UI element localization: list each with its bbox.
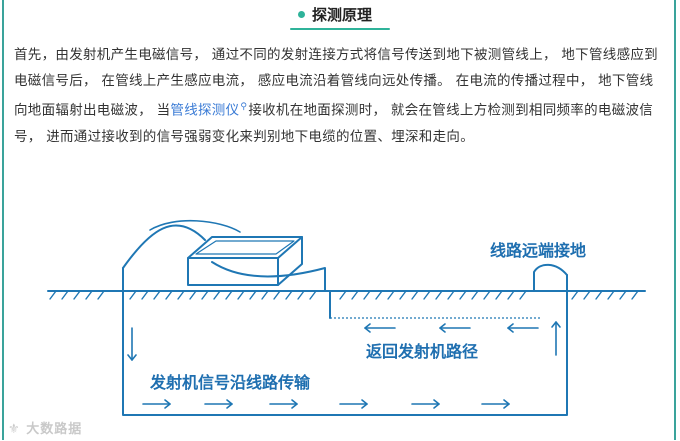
watermark-text: 大数路据 [26, 422, 83, 437]
transmit-arrows [142, 399, 510, 409]
pipe-detector-link[interactable]: 管线探测仪 [170, 102, 240, 119]
transmitter-lead-left [122, 224, 206, 269]
watermark: ⚜ 大数路据 [8, 418, 82, 437]
description-paragraph: 首先，由发射机产生电磁信号， 通过不同的发射连接方式将信号传送到地下被测管线上，… [14, 42, 666, 150]
return-arrows [364, 323, 539, 333]
transmit-path-label: 发射机信号沿线路传输 [149, 373, 311, 392]
watermark-logo-icon: ⚜ [8, 422, 21, 437]
section-title-pill: 探测原理 [288, 2, 392, 28]
left-down-arrow [127, 327, 137, 361]
paragraph-text-2: 接收机在地面探测时， 就会在管线上方检测到相同频率的电磁波信号， 进而通过接收到… [14, 102, 654, 145]
transmitter-device [187, 236, 303, 286]
bullet-dot-icon [298, 11, 305, 18]
far-end-ground-lead [533, 263, 568, 292]
paragraph-text-1: 首先，由发射机产生电磁信号， 通过不同的发射连接方式将信号传送到地下被测管线上，… [14, 47, 658, 119]
title-underline [290, 28, 390, 30]
device-top-lead [149, 219, 241, 233]
underground-cable-loop [122, 290, 568, 416]
ground-hatching [49, 290, 639, 300]
section-title: 探测原理 [312, 6, 373, 24]
return-path-label: 返回发射机路径 [366, 342, 478, 361]
search-icon[interactable]: ⚲ [240, 102, 248, 112]
section-header: 探测原理 [0, 0, 680, 34]
far-end-ground-label: 线路远端接地 [490, 241, 586, 260]
transmitter-lead-right [211, 261, 326, 292]
right-up-arrow [551, 321, 561, 356]
